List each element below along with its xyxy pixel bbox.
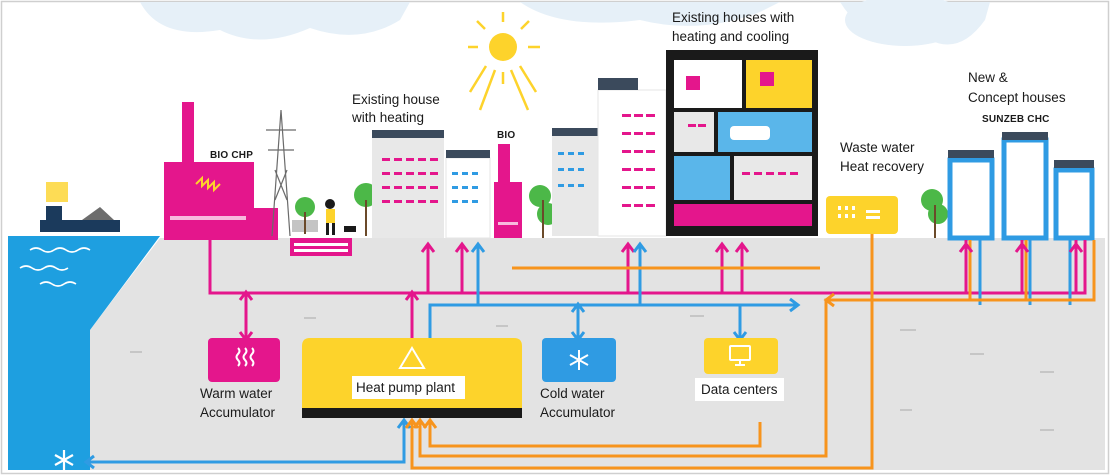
- trees: [529, 185, 948, 238]
- recycle-icon: [398, 346, 426, 369]
- clouds: [140, 0, 990, 46]
- cold-pipes: [86, 240, 1072, 464]
- warm-water-accumulator: [208, 338, 280, 382]
- ship: [40, 182, 120, 232]
- new-concept-houses-label-2: Concept houses: [968, 90, 1066, 105]
- heat-waves-icon: [235, 347, 255, 367]
- warm-water-label-2: Accumulator: [200, 405, 276, 420]
- sun-icon: [468, 12, 540, 111]
- bio-chp-plant: [164, 102, 278, 240]
- heat-pump-plant-label: Heat pump plant: [352, 376, 466, 399]
- data-centers-label: Data centers: [695, 378, 784, 401]
- waste-water-recovery-unit: [826, 196, 898, 234]
- existing-houses-heating-cooling-label-1: Existing houses with: [672, 10, 795, 25]
- new-concept-houses-label-1: New &: [968, 70, 1008, 85]
- waste-pipes: [410, 234, 1096, 470]
- existing-house-heating-label-1: Existing house: [352, 92, 440, 107]
- bio-plant: [494, 144, 522, 238]
- bio-chp-label: BIO CHP: [210, 150, 254, 161]
- cold-water-label-1: Cold water: [540, 386, 605, 401]
- ground-texture: [130, 315, 1054, 431]
- sea: [8, 236, 160, 470]
- existing-building-middle: [552, 128, 598, 236]
- existing-house-heating-label-2: with heating: [352, 110, 425, 125]
- sunzeb-chc-label: SUNZEB CHC: [982, 114, 1050, 125]
- cold-water-label-2: Accumulator: [540, 405, 616, 420]
- snowflake-icon: [569, 350, 589, 370]
- monitor-icon: [729, 345, 751, 366]
- existing-building-tall: [597, 78, 667, 237]
- bio-label: BIO: [497, 130, 516, 141]
- data-centers-unit: [704, 338, 778, 374]
- cold-water-accumulator: [542, 338, 616, 382]
- flow-arrows: [83, 241, 1084, 470]
- existing-houses-heating-cooling-label-2: heating and cooling: [672, 29, 790, 44]
- waste-water-label-2: Heat recovery: [836, 157, 929, 176]
- power-pylon: [266, 109, 296, 237]
- warm-water-label-1: Warm water: [200, 386, 273, 401]
- existing-house-heating-building: [372, 130, 491, 239]
- concept-houses: [947, 132, 1095, 241]
- house-heating-cooling: [666, 50, 818, 236]
- sea-waves: [19, 247, 91, 287]
- snowflake-icon: [54, 450, 74, 470]
- waste-water-label-1: Waste water: [836, 138, 919, 157]
